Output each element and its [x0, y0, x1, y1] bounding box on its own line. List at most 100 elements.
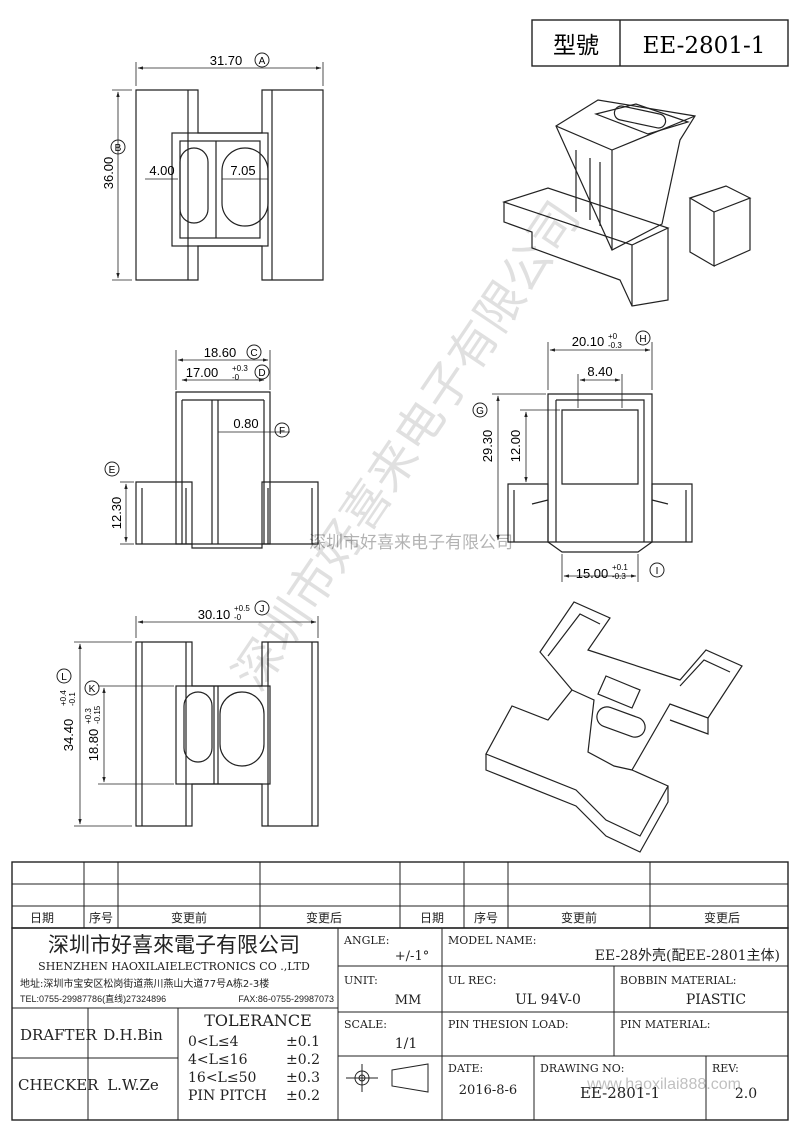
dim-bottom-height: 34.40	[61, 719, 76, 752]
dim-side-width-tol-up: +0	[608, 332, 618, 341]
tol-value-2: ±0.2	[286, 1052, 320, 1068]
dim-bottom-width: 30.10	[198, 607, 231, 622]
rev-header-after-2: 变更后	[704, 910, 740, 925]
rev-header-date-1: 日期	[30, 911, 54, 925]
tag-c: C	[250, 348, 257, 359]
dim-bottom-height-tol-dn: -0.1	[68, 692, 77, 706]
dim-side-base-tol-dn: -0.3	[612, 572, 626, 581]
pin-load-label: PIN THESION LOAD:	[448, 1018, 569, 1031]
dim-front-inner-tol-up: +0.3	[232, 364, 248, 373]
drawing-no-value: EE-2801-1	[580, 1084, 660, 1102]
title-block	[11, 927, 789, 1121]
title-label: 型號	[553, 33, 599, 59]
rev-header-after-1: 变更后	[306, 910, 342, 925]
rev-header-before-1: 变更前	[171, 910, 207, 925]
dim-side-inner: 8.40	[587, 364, 612, 379]
ul-value: UL 94V-0	[515, 992, 581, 1008]
iso-view-bottom	[485, 601, 743, 853]
front-view	[104, 344, 319, 549]
rev-header-date-2: 日期	[420, 911, 444, 925]
dim-side-width-tol-dn: -0.3	[608, 341, 622, 350]
dim-side-width: 20.10	[572, 334, 605, 349]
rev-label: REV:	[712, 1062, 739, 1075]
company-name-cn: 深圳市好喜來電子有限公司	[48, 933, 300, 957]
company-address: 地址:深圳市宝安区松岗街道燕川燕山大道77号A栋2-3楼	[20, 977, 269, 990]
title-box: 型號 EE-2801-1	[531, 19, 789, 67]
rev-header-no-1: 序号	[89, 910, 113, 925]
dim-bottom-height-tol-up: +0.4	[59, 690, 68, 706]
dim-bottom-inner-tol-dn: -0.15	[93, 705, 102, 724]
drafter-label: DRAFTER	[20, 1026, 98, 1044]
unit-value: MM	[395, 993, 422, 1008]
dim-side-inner-h: 12.00	[508, 430, 523, 463]
dim-top-width: 31.70	[210, 53, 243, 68]
dim-bottom-width-tol-up: +0.5	[234, 604, 250, 613]
tolerance-label: TOLERANCE	[204, 1011, 312, 1030]
side-view	[472, 330, 693, 582]
model-value: EE-28外壳(配EE-2801主体)	[595, 947, 780, 964]
dim-rib: 0.80	[233, 416, 258, 431]
dim-top-height: 36.00	[101, 157, 116, 190]
tag-a: A	[259, 56, 266, 67]
title-model: EE-2801-1	[643, 33, 766, 59]
top-view	[110, 52, 324, 281]
dim-slot-small: 4.00	[149, 163, 174, 178]
checker-label: CHECKER	[18, 1076, 99, 1094]
tag-j: J	[260, 604, 265, 615]
rev-header-before-2: 变更前	[561, 910, 597, 925]
dim-bottom-inner: 18.80	[86, 729, 101, 762]
dim-front-inner-tol-dn: -0	[232, 373, 240, 382]
dim-side-total: 29.30	[480, 430, 495, 463]
iso-view-top	[502, 99, 752, 307]
company-tel: TEL:0755-29987786(直线)27324896	[20, 993, 166, 1004]
watermark-horizontal: 深圳市好喜来电子有限公司	[309, 533, 513, 553]
tol-range-4: PIN PITCH	[188, 1088, 267, 1104]
watermark-url: www.haoxilai888.com	[586, 1076, 741, 1093]
unit-label: UNIT:	[344, 974, 378, 987]
dim-bottom-width-tol-dn: -0	[234, 613, 242, 622]
drafter-value: D.H.Bin	[103, 1026, 163, 1044]
checker-value: L.W.Ze	[107, 1076, 159, 1094]
pin-material-label: PIN MATERIAL:	[620, 1018, 710, 1031]
tol-value-1: ±0.1	[286, 1034, 320, 1050]
tag-d: D	[258, 368, 265, 379]
tol-value-4: ±0.2	[286, 1088, 320, 1104]
dim-front-inner: 17.00	[186, 365, 219, 380]
ul-label: UL REC:	[448, 974, 497, 987]
tag-f: F	[279, 426, 285, 437]
tol-range-2: 4<L≤16	[188, 1052, 248, 1068]
tol-value-3: ±0.3	[286, 1070, 320, 1086]
rev-value: 2.0	[735, 1086, 757, 1102]
tol-range-1: 0<L≤4	[188, 1034, 239, 1050]
company-name-en: SHENZHEN HAOXILAIELECTRONICS CO .,LTD	[38, 960, 310, 973]
watermark-diagonal: 深圳市好喜来电子有限公司	[222, 192, 591, 701]
tag-k: K	[89, 684, 96, 695]
tag-l: L	[61, 672, 67, 683]
date-label: DATE:	[448, 1062, 483, 1075]
revision-table	[11, 861, 789, 929]
drawing-no-label: DRAWING NO:	[540, 1062, 625, 1075]
dim-front-height: 12.30	[109, 497, 124, 530]
tag-i: I	[656, 566, 659, 577]
model-label: MODEL NAME:	[448, 934, 537, 947]
scale-value: 1/1	[395, 1036, 418, 1052]
scale-label: SCALE:	[344, 1018, 387, 1031]
company-fax: FAX:86-0755-29987073	[238, 994, 334, 1004]
date-value: 2016-8-6	[459, 1083, 517, 1098]
tag-b: B	[115, 143, 122, 154]
tag-h: H	[639, 334, 646, 345]
dim-bottom-inner-tol-up: +0.3	[84, 708, 93, 724]
tol-range-3: 16<L≤50	[188, 1070, 256, 1086]
dim-side-base: 15.00	[576, 566, 609, 581]
angle-value: +/-1°	[395, 949, 429, 964]
tag-e: E	[109, 465, 116, 476]
bobbin-label: BOBBIN MATERIAL:	[620, 974, 737, 987]
dim-side-base-tol-up: +0.1	[612, 563, 628, 572]
rev-header-no-2: 序号	[474, 910, 498, 925]
angle-label: ANGLE:	[343, 934, 389, 947]
dim-slot-large: 7.05	[230, 163, 255, 178]
bobbin-value: PIASTIC	[686, 992, 746, 1008]
dim-front-width: 18.60	[204, 345, 237, 360]
bottom-view	[56, 600, 319, 827]
